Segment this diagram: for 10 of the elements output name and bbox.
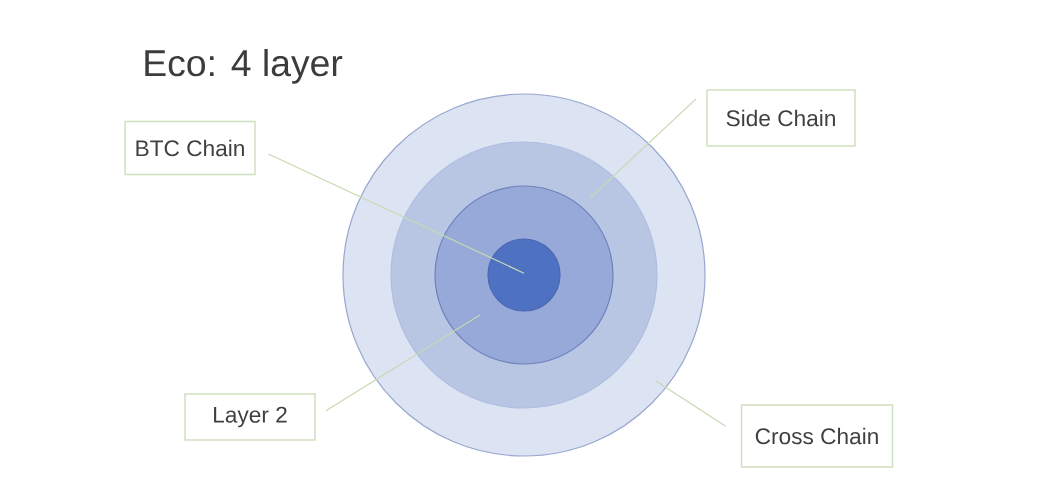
leader-line: [655, 380, 727, 427]
title: Eco: 4 layer: [145, 48, 343, 84]
label-box: Layer 2: [184, 393, 316, 441]
circle: [487, 238, 561, 312]
label-box: Side Chain: [706, 89, 856, 147]
leader-line: [325, 314, 481, 412]
leader-line: [589, 98, 697, 199]
leader-line: [267, 153, 525, 274]
label-box: BTC Chain: [124, 120, 256, 176]
label-box: Cross Chain: [740, 404, 894, 468]
